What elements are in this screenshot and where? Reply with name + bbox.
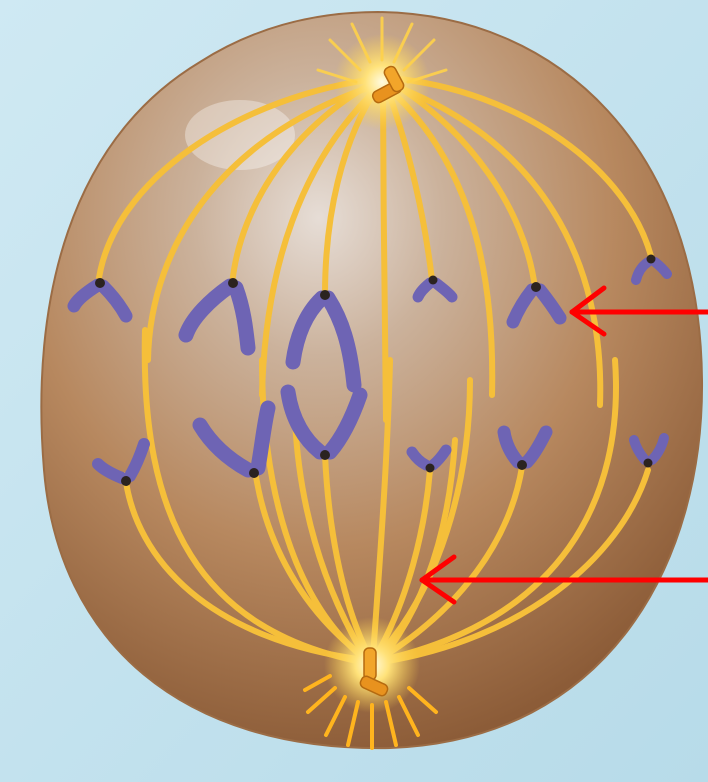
spindle-fiber <box>383 88 386 420</box>
